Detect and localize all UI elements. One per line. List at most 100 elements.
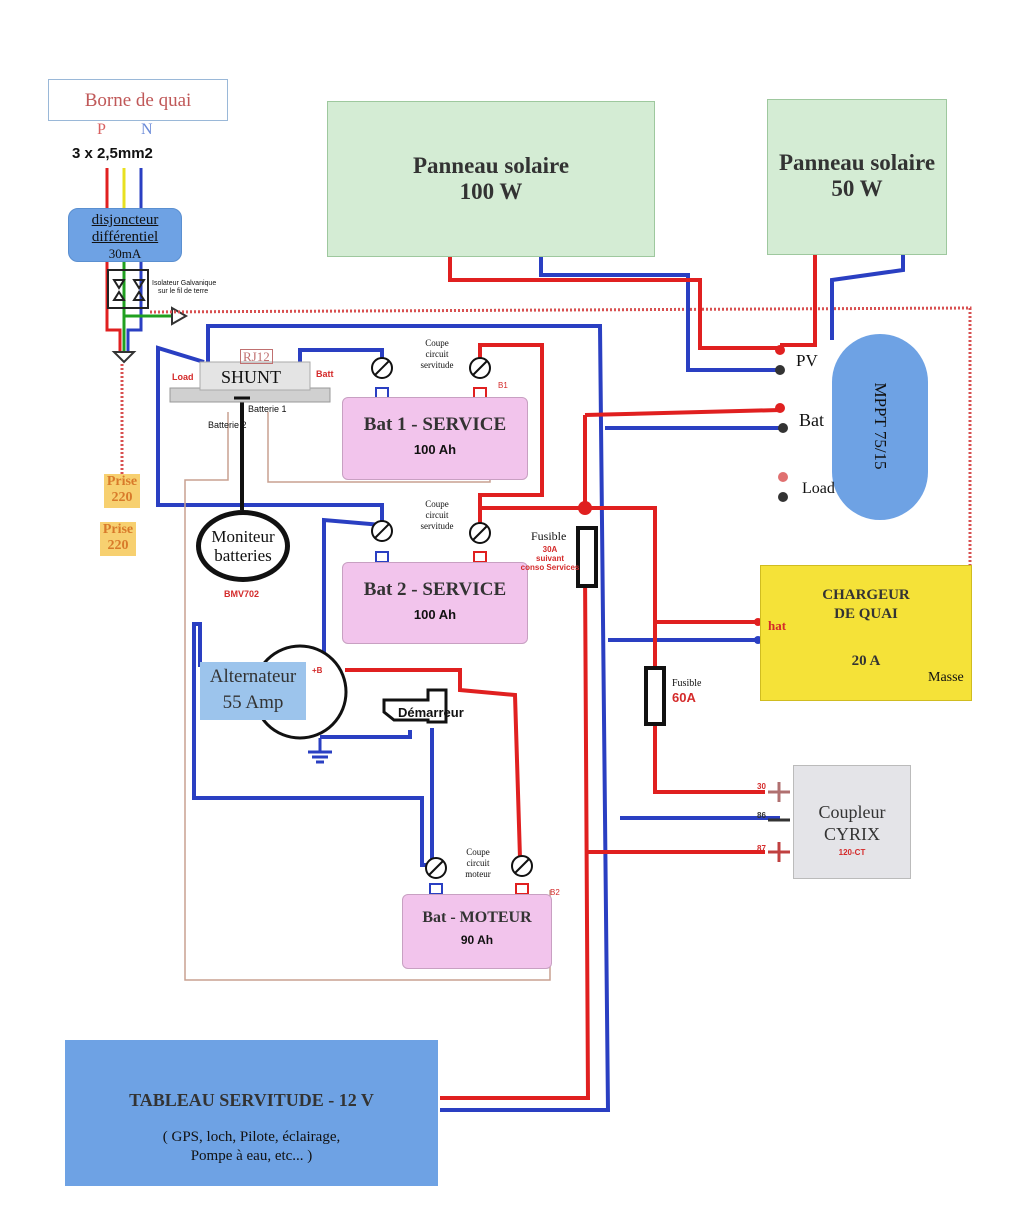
galvanic-isolator-diodes bbox=[107, 269, 149, 309]
fuse1-body bbox=[576, 526, 598, 588]
solar-panel-100w: Panneau solaire 100 W bbox=[327, 101, 655, 257]
mppt-bat-label: Bat bbox=[799, 410, 824, 430]
breaker-line2: différentiel bbox=[91, 229, 159, 245]
battery-2-service: Bat 2 - SERVICE 100 Ah bbox=[342, 562, 528, 644]
coupler-model: 120-CT bbox=[838, 848, 866, 857]
shunt-batt-label: Batt bbox=[316, 369, 334, 379]
cutoff-moteur-label: Coupe circuit moteur bbox=[465, 847, 491, 880]
junction-dot bbox=[578, 501, 592, 515]
prise1-line2: 220 bbox=[111, 490, 133, 505]
alternator-line2: 55 Amp bbox=[222, 692, 284, 713]
fuse2-body bbox=[644, 666, 666, 726]
mppt-terminals bbox=[775, 345, 788, 502]
fuse2-label: Fusible bbox=[672, 678, 702, 689]
bat2-capacity: 100 Ah bbox=[413, 607, 457, 622]
battery-1-service: Bat 1 - SERVICE 100 Ah bbox=[342, 397, 528, 480]
fuse1-note2: conso Services bbox=[520, 563, 580, 572]
prise-220-2: Prise 220 bbox=[100, 522, 136, 556]
charger-bat-label: hat bbox=[768, 618, 787, 633]
starter-body bbox=[382, 688, 448, 724]
solar2-power: 50 W bbox=[831, 176, 883, 201]
shore-charger: CHARGEUR DE QUAI 20 A bbox=[760, 565, 972, 701]
fuse1-note1: suivant bbox=[535, 554, 565, 563]
negative-wires bbox=[156, 237, 905, 1112]
coupler-line2: CYRIX bbox=[823, 824, 880, 844]
fuse2-rating: 60A bbox=[672, 690, 696, 705]
batterie2-label: Batterie 2 bbox=[208, 420, 247, 430]
mppt-label: MPPT 75/15 bbox=[871, 382, 890, 470]
cutoff2-l3: servitude bbox=[420, 521, 454, 531]
prise2-line1: Prise bbox=[102, 522, 134, 537]
rj12-label: RJ12 bbox=[240, 349, 273, 364]
cutoff1-l3: servitude bbox=[420, 360, 454, 370]
mppt-pv-label: PV bbox=[796, 351, 818, 370]
solar2-title: Panneau solaire bbox=[778, 150, 936, 175]
bat1-title: Bat 1 - SERVICE bbox=[363, 414, 507, 435]
charger-rating: 20 A bbox=[851, 653, 881, 669]
b1-label: B1 bbox=[498, 381, 508, 390]
cutoff2-l1: Coupe bbox=[425, 499, 449, 509]
prise2-line2: 220 bbox=[107, 538, 129, 553]
coupler-line1: Coupleur bbox=[818, 802, 886, 822]
bat-moteur-title: Bat - MOTEUR bbox=[422, 909, 532, 926]
cutoff1-l1: Coupe bbox=[425, 338, 449, 348]
shunt-label: SHUNT bbox=[221, 367, 282, 387]
positive-wires bbox=[345, 242, 817, 1100]
solar-panel-50w: Panneau solaire 50 W bbox=[767, 99, 947, 255]
charger-line2: DE QUAI bbox=[834, 606, 898, 622]
mppt-load-label: Load bbox=[802, 480, 835, 497]
cutoff2-l2: circuit bbox=[425, 510, 449, 520]
b2-label: B2 bbox=[550, 888, 560, 897]
isolator-label-2: sur le fil de terre bbox=[158, 288, 209, 295]
fuse1-rating-block: 30A suivant conso Services bbox=[521, 545, 580, 572]
cutoff1-l2: circuit bbox=[425, 349, 449, 359]
cutoff3-l1: Coupe bbox=[466, 847, 490, 857]
earth-symbol bbox=[111, 351, 137, 364]
coupler-cyrix: Coupleur CYRIX 120-CT bbox=[793, 765, 911, 879]
borne-de-quai-label: Borne de quai bbox=[84, 90, 192, 111]
breaker-rating: 30mA bbox=[108, 246, 142, 261]
solar1-title: Panneau solaire bbox=[412, 153, 570, 178]
breaker-line1: disjoncteur bbox=[91, 212, 159, 228]
cable-spec-label: 3 x 2,5mm2 bbox=[72, 145, 153, 162]
battery-moteur: Bat - MOTEUR 90 Ah bbox=[402, 894, 552, 969]
shunt-load-label: Load bbox=[172, 372, 194, 382]
panel-title: TABLEAU SERVITUDE - 12 V bbox=[129, 1090, 374, 1110]
borne-de-quai-box: Borne de quai bbox=[48, 79, 228, 121]
phase-p-label: P bbox=[97, 121, 106, 138]
bat-moteur-capacity: 90 Ah bbox=[460, 933, 494, 947]
prise1-line1: Prise bbox=[106, 474, 138, 489]
batterie1-label: Batterie 1 bbox=[248, 404, 287, 414]
bat1-capacity: 100 Ah bbox=[413, 442, 457, 457]
starter-label: Démarreur bbox=[398, 705, 464, 720]
phase-n-label: N bbox=[141, 121, 153, 138]
battery-monitor: Moniteur batteries bbox=[196, 510, 290, 582]
cutoff3-l2: circuit bbox=[466, 858, 490, 868]
battery-posts bbox=[375, 387, 529, 895]
charger-masse-label: Masse bbox=[928, 670, 964, 685]
isolator-label-1: Isolateur Galvanique bbox=[152, 280, 217, 287]
monitor-line2: batteries bbox=[214, 546, 272, 565]
cutoff-switches bbox=[371, 357, 533, 879]
solar1-power: 100 W bbox=[459, 179, 523, 204]
coupler-t87: 87 bbox=[757, 844, 766, 853]
alternator-ground-icon bbox=[308, 738, 332, 764]
shunt-body bbox=[199, 361, 311, 391]
panel-desc1: ( GPS, loch, Pilote, éclairage, bbox=[162, 1129, 341, 1145]
coupler-t30: 30 bbox=[757, 782, 766, 791]
alternator-label-box: Alternateur 55 Amp bbox=[200, 662, 306, 720]
cutoff-service-2-label: Coupe circuit servitude bbox=[421, 499, 454, 532]
prise-220-1: Prise 220 bbox=[104, 474, 140, 508]
fuse1-rating: 30A bbox=[542, 545, 558, 554]
bat2-title: Bat 2 - SERVICE bbox=[363, 579, 507, 600]
breaker-box: disjoncteur différentiel 30mA bbox=[68, 208, 182, 262]
charger-line1: CHARGEUR bbox=[822, 587, 910, 603]
monitor-line1: Moniteur bbox=[211, 527, 275, 546]
panel-desc2: Pompe à eau, etc... ) bbox=[190, 1148, 313, 1164]
cutoff-service-1-label: Coupe circuit servitude bbox=[421, 338, 454, 371]
tableau-servitude: TABLEAU SERVITUDE - 12 V ( GPS, loch, Pi… bbox=[65, 1040, 438, 1186]
coupler-t86: 86 bbox=[757, 811, 766, 820]
alternator-line1: Alternateur bbox=[209, 666, 297, 687]
fuse1-label: Fusible bbox=[531, 529, 567, 543]
monitor-model: BMV702 bbox=[224, 589, 260, 599]
